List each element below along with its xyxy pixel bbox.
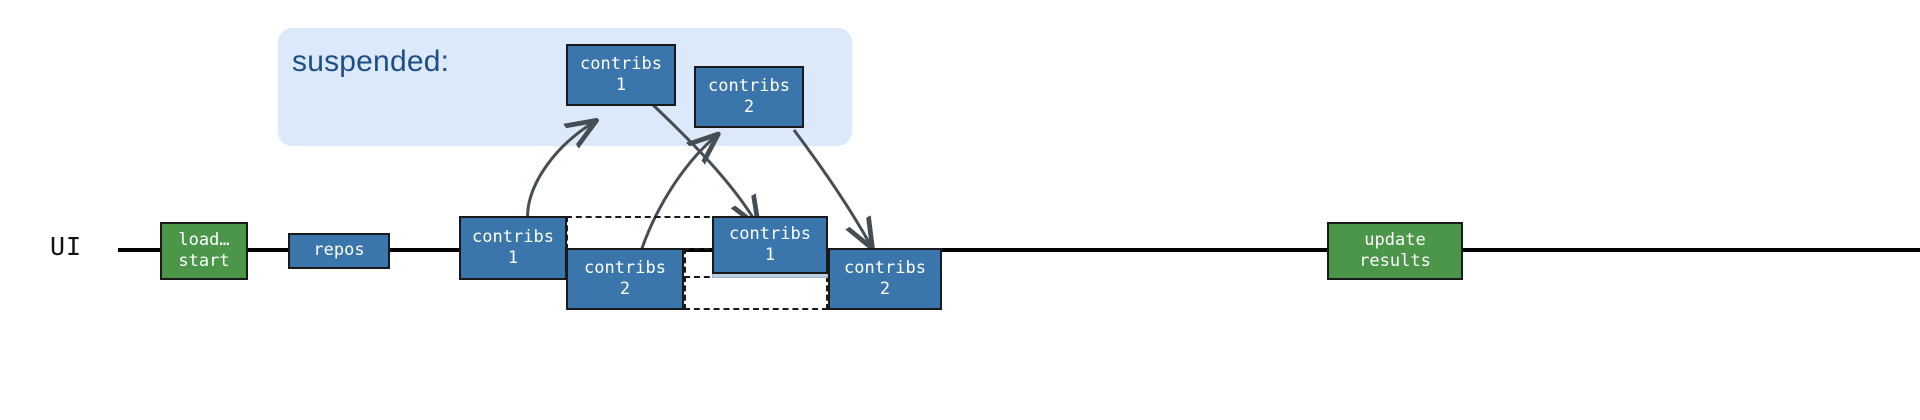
node-line-1: contribs: [729, 223, 811, 244]
arrow-contribs1-up: [526, 122, 594, 223]
node-line-2: start: [178, 251, 230, 271]
node-line-2: 2: [879, 279, 891, 299]
node-update-results[interactable]: update results: [1327, 222, 1463, 280]
node-load-start[interactable]: load… start: [160, 222, 248, 280]
node-line-1: load…: [178, 229, 230, 250]
node-repos[interactable]: repos: [288, 233, 390, 269]
node-line-2: 2: [619, 279, 631, 299]
suspended-group-label: suspended:: [292, 45, 450, 78]
node-line-2: 1: [764, 245, 776, 265]
node-suspended-contribs-1[interactable]: contribs 1: [566, 44, 676, 106]
node-contribs-1-pending[interactable]: contribs 1: [459, 216, 567, 280]
node-line-1: contribs: [584, 257, 666, 278]
node-line-1: contribs: [844, 257, 926, 278]
node-line-1: update: [1364, 229, 1426, 250]
lane-label-ui: UI: [50, 232, 83, 261]
arrow-sus2-down: [792, 129, 871, 246]
node-contribs-2-resumed[interactable]: contribs 2: [828, 248, 942, 310]
node-line-1: contribs: [580, 53, 662, 74]
node-line-2: 1: [615, 75, 627, 95]
node-line-2: 1: [507, 248, 519, 268]
arrow-sus1-down: [650, 102, 757, 224]
node-line-2: 2: [743, 97, 755, 117]
node-contribs-1-resumed[interactable]: contribs 1: [712, 216, 828, 274]
node-line-1: contribs: [708, 75, 790, 96]
node-line-1: repos: [313, 240, 365, 261]
node-suspended-contribs-2[interactable]: contribs 2: [694, 66, 804, 128]
node-contribs-2-pending[interactable]: contribs 2: [566, 248, 684, 310]
node-line-2: results: [1359, 251, 1431, 271]
node-line-1: contribs: [472, 226, 554, 247]
